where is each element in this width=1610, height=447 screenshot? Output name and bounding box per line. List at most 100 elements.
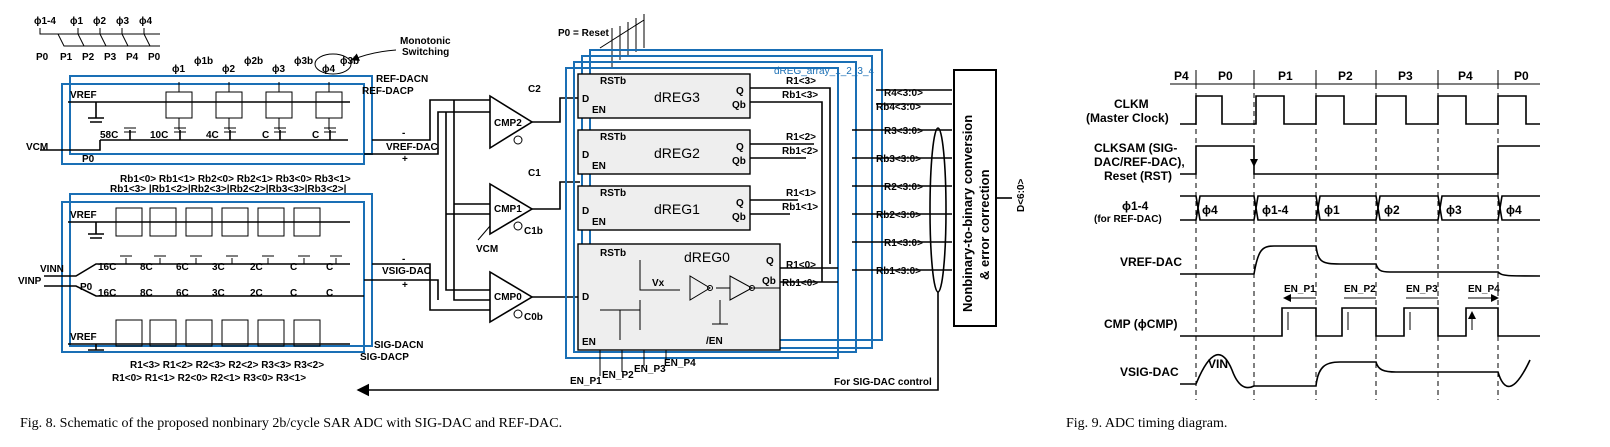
ref-cap-58c: 58C xyxy=(100,130,118,141)
cmp1-label: CMP1 xyxy=(494,204,522,215)
sig-switches-bot xyxy=(115,319,321,347)
dreg1-qbout: Rb1<1> xyxy=(782,202,818,213)
ref-minus: - xyxy=(402,128,405,139)
dreg0-en: EN xyxy=(582,337,596,348)
phase-label-phi14: ϕ1-4 xyxy=(34,16,56,27)
phase-label-phi4: ϕ4 xyxy=(139,16,152,27)
sig-cap-top-16c: 16C xyxy=(98,262,116,273)
bus-rb1: Rb1<3:0> xyxy=(876,266,921,277)
cmp-en-p2: EN_P2 xyxy=(1344,284,1376,295)
sig-cap-bot-3c: 3C xyxy=(212,288,225,299)
bus-rb4: Rb4<3:0> xyxy=(876,102,921,113)
sig-clkm: CLKM xyxy=(1114,97,1149,111)
en-p2: EN_P2 xyxy=(602,370,634,381)
sig-plus: + xyxy=(402,280,408,291)
sig-clksam-desc2: Reset (RST) xyxy=(1104,169,1172,183)
sig-vinn-label: VINN xyxy=(40,264,64,275)
ref-switches xyxy=(165,82,343,130)
phi-lbl-2: ϕ1 xyxy=(1324,203,1340,217)
ref-clk-phi2: ϕ2 xyxy=(222,64,235,75)
sig-vinp-label: VINP xyxy=(18,276,42,287)
bus-rb2: Rb2<3:0> xyxy=(876,210,921,221)
dreg0-qout: R1<0> xyxy=(786,260,816,271)
sig-minus: - xyxy=(402,254,405,265)
dreg-array: dREG_array_1_2_3_4 RSTb D EN dREG3 Q Qb … xyxy=(565,49,883,359)
ref-clk-phi4: ϕ4 xyxy=(322,64,335,75)
bus-r4: R4<3:0> xyxy=(884,88,923,99)
cmp-en-p3: EN_P3 xyxy=(1406,284,1438,295)
sig-phi14-desc: (for REF-DAC) xyxy=(1094,214,1162,225)
en-p4: EN_P4 xyxy=(664,358,696,369)
phase-label-phi1: ϕ1 xyxy=(70,16,83,27)
sig-p0-label: P0 xyxy=(80,282,93,293)
ref-dac: REF-DACN REF-DACP VREF ϕ1 ϕ1b ϕ2 ϕ2b ϕ3 … xyxy=(26,36,490,165)
t-phase-p4a: P4 xyxy=(1174,69,1189,83)
fig9-timing: P4 P0 P1 P2 P3 P4 P0 CLKM (Master Clock)… xyxy=(1066,69,1541,431)
sig-vsigdac: VSIG-DAC xyxy=(1120,365,1179,379)
dreg-array-label: dREG_array_1_2_3_4 xyxy=(774,66,875,77)
feedback-label: For SIG-DAC control xyxy=(834,377,932,388)
dreg1-qb: Qb xyxy=(732,212,746,223)
en-p1: EN_P1 xyxy=(570,376,602,387)
dreg2-name: dREG2 xyxy=(654,145,700,161)
ref-dac-p-label: REF-DACP xyxy=(362,86,414,97)
dreg3-en: EN xyxy=(592,105,606,116)
cmp-en-p1: EN_P1 xyxy=(1284,284,1316,295)
sig-cap-bot-c2: C xyxy=(326,288,333,299)
dreg2-q: Q xyxy=(736,142,744,153)
dreg2-d: D xyxy=(582,150,589,161)
dout-label: D<6:0> xyxy=(1016,178,1027,212)
dreg3-d: D xyxy=(582,94,589,105)
dreg3-q: Q xyxy=(736,86,744,97)
sig-vref-bot: VREF xyxy=(70,332,97,343)
sig-top-labels-1: Rb1<0> Rb1<1> Rb2<0> Rb2<1> Rb3<0> Rb3<1… xyxy=(120,174,351,185)
sig-dac-p-label: SIG-DACP xyxy=(360,352,409,363)
sig-cap-bot-2c: 2C xyxy=(250,288,263,299)
cmp2-label: CMP2 xyxy=(494,118,522,129)
phi-lbl-0: ϕ4 xyxy=(1202,203,1218,217)
conversion-line1: Nonbinary-to-binary conversion xyxy=(960,115,975,312)
ref-p0-label: P0 xyxy=(82,154,95,165)
dreg1-rstb: RSTb xyxy=(600,188,626,199)
dreg2-qout: R1<2> xyxy=(786,132,816,143)
sig-clksam-desc: DAC/REF-DAC), xyxy=(1094,155,1185,169)
ref-out-label: VREF-DAC xyxy=(386,142,438,153)
ref-cap-10c: 10C xyxy=(150,130,168,141)
phase-row-p3: P3 xyxy=(104,52,117,63)
sig-clkm-desc: (Master Clock) xyxy=(1086,111,1169,125)
dreg0-qb: Qb xyxy=(762,276,776,287)
sig-cmp: CMP (ϕCMP) xyxy=(1104,317,1177,331)
fig8-caption: Fig. 8. Schematic of the proposed nonbin… xyxy=(20,416,562,431)
vin-label: VIN xyxy=(1208,357,1228,371)
t-phase-p2: P2 xyxy=(1338,69,1353,83)
p0-reset-label: P0 = Reset xyxy=(558,28,610,39)
t-phase-p3: P3 xyxy=(1398,69,1413,83)
sig-cap-bot-16c: 16C xyxy=(98,288,116,299)
bus-r1: R1<3:0> xyxy=(884,238,923,249)
ref-clk-phi3b: ϕ3b xyxy=(294,56,313,67)
fig9-caption: Fig. 9. ADC timing diagram. xyxy=(1066,416,1227,431)
t-phase-p1: P1 xyxy=(1278,69,1293,83)
cmp0-outb: C0b xyxy=(524,312,543,323)
phase-row: P4 P0 P1 P2 P3 P4 P0 xyxy=(1174,69,1529,83)
en-p3: EN_P3 xyxy=(634,364,666,375)
sig-bot-labels-2: R1<0> R1<1> R2<0> R2<1> R3<0> R3<1> xyxy=(112,373,306,384)
t-phase-p0b: P0 xyxy=(1514,69,1529,83)
sig-cap-top-2c: 2C xyxy=(250,262,263,273)
ref-cap-4c: 4C xyxy=(206,130,219,141)
dreg1-qout: R1<1> xyxy=(786,188,816,199)
phi-lbl-3: ϕ2 xyxy=(1384,203,1400,217)
sig-cap-top-3c: 3C xyxy=(212,262,225,273)
phi-lbl-1: ϕ1-4 xyxy=(1262,203,1289,217)
dreg3-qb: Qb xyxy=(732,100,746,111)
t-phase-p4b: P4 xyxy=(1458,69,1473,83)
sig-cap-bot-6c: 6C xyxy=(176,288,189,299)
bus-rb3: Rb3<3:0> xyxy=(876,154,921,165)
conversion-block xyxy=(953,69,997,327)
phi-lbl-5: ϕ4 xyxy=(1506,203,1522,217)
dreg1-name: dREG1 xyxy=(654,201,700,217)
phase-row-p2: P2 xyxy=(82,52,95,63)
sig-cap-top-8c: 8C xyxy=(140,262,153,273)
ref-cap-c1: C xyxy=(262,130,269,141)
